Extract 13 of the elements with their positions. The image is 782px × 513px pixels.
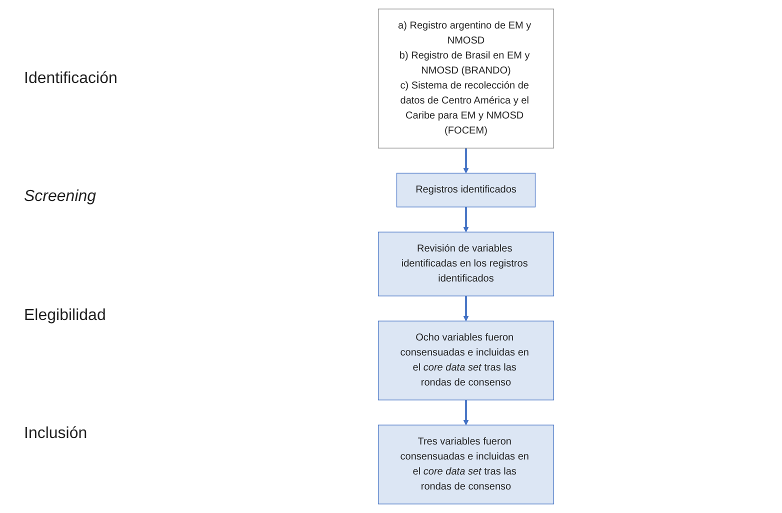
arrow (463, 207, 469, 232)
arrow (463, 148, 469, 174)
node-box: Registros identificados (396, 172, 536, 208)
stage-label: Identificación (24, 70, 118, 88)
stage-label: Screening (24, 188, 98, 206)
arrow (463, 296, 469, 322)
node-box: Revisión de variables identificadas en los registros identificados (378, 232, 554, 296)
node-box: Tres variables fueron consensuadas e incluidas en el core data set tras las rondas de consenso (378, 424, 554, 504)
node-box: Ocho variables fueron consensuadas e incluidas en el core data set tras las rondas de consenso (378, 320, 554, 400)
stage-label: Inclusión (24, 424, 88, 443)
stage-label: Elegibilidad (24, 306, 107, 325)
arrow (463, 400, 469, 426)
node-box: a) Registro argentino de EM y NMOSD b) Registro de Brasil en EM y NMOSD (BRANDO) c) Sistema de recolección de datos de Centro América y el Caribe para EM y NMOSD (FOCEM) (378, 8, 554, 148)
